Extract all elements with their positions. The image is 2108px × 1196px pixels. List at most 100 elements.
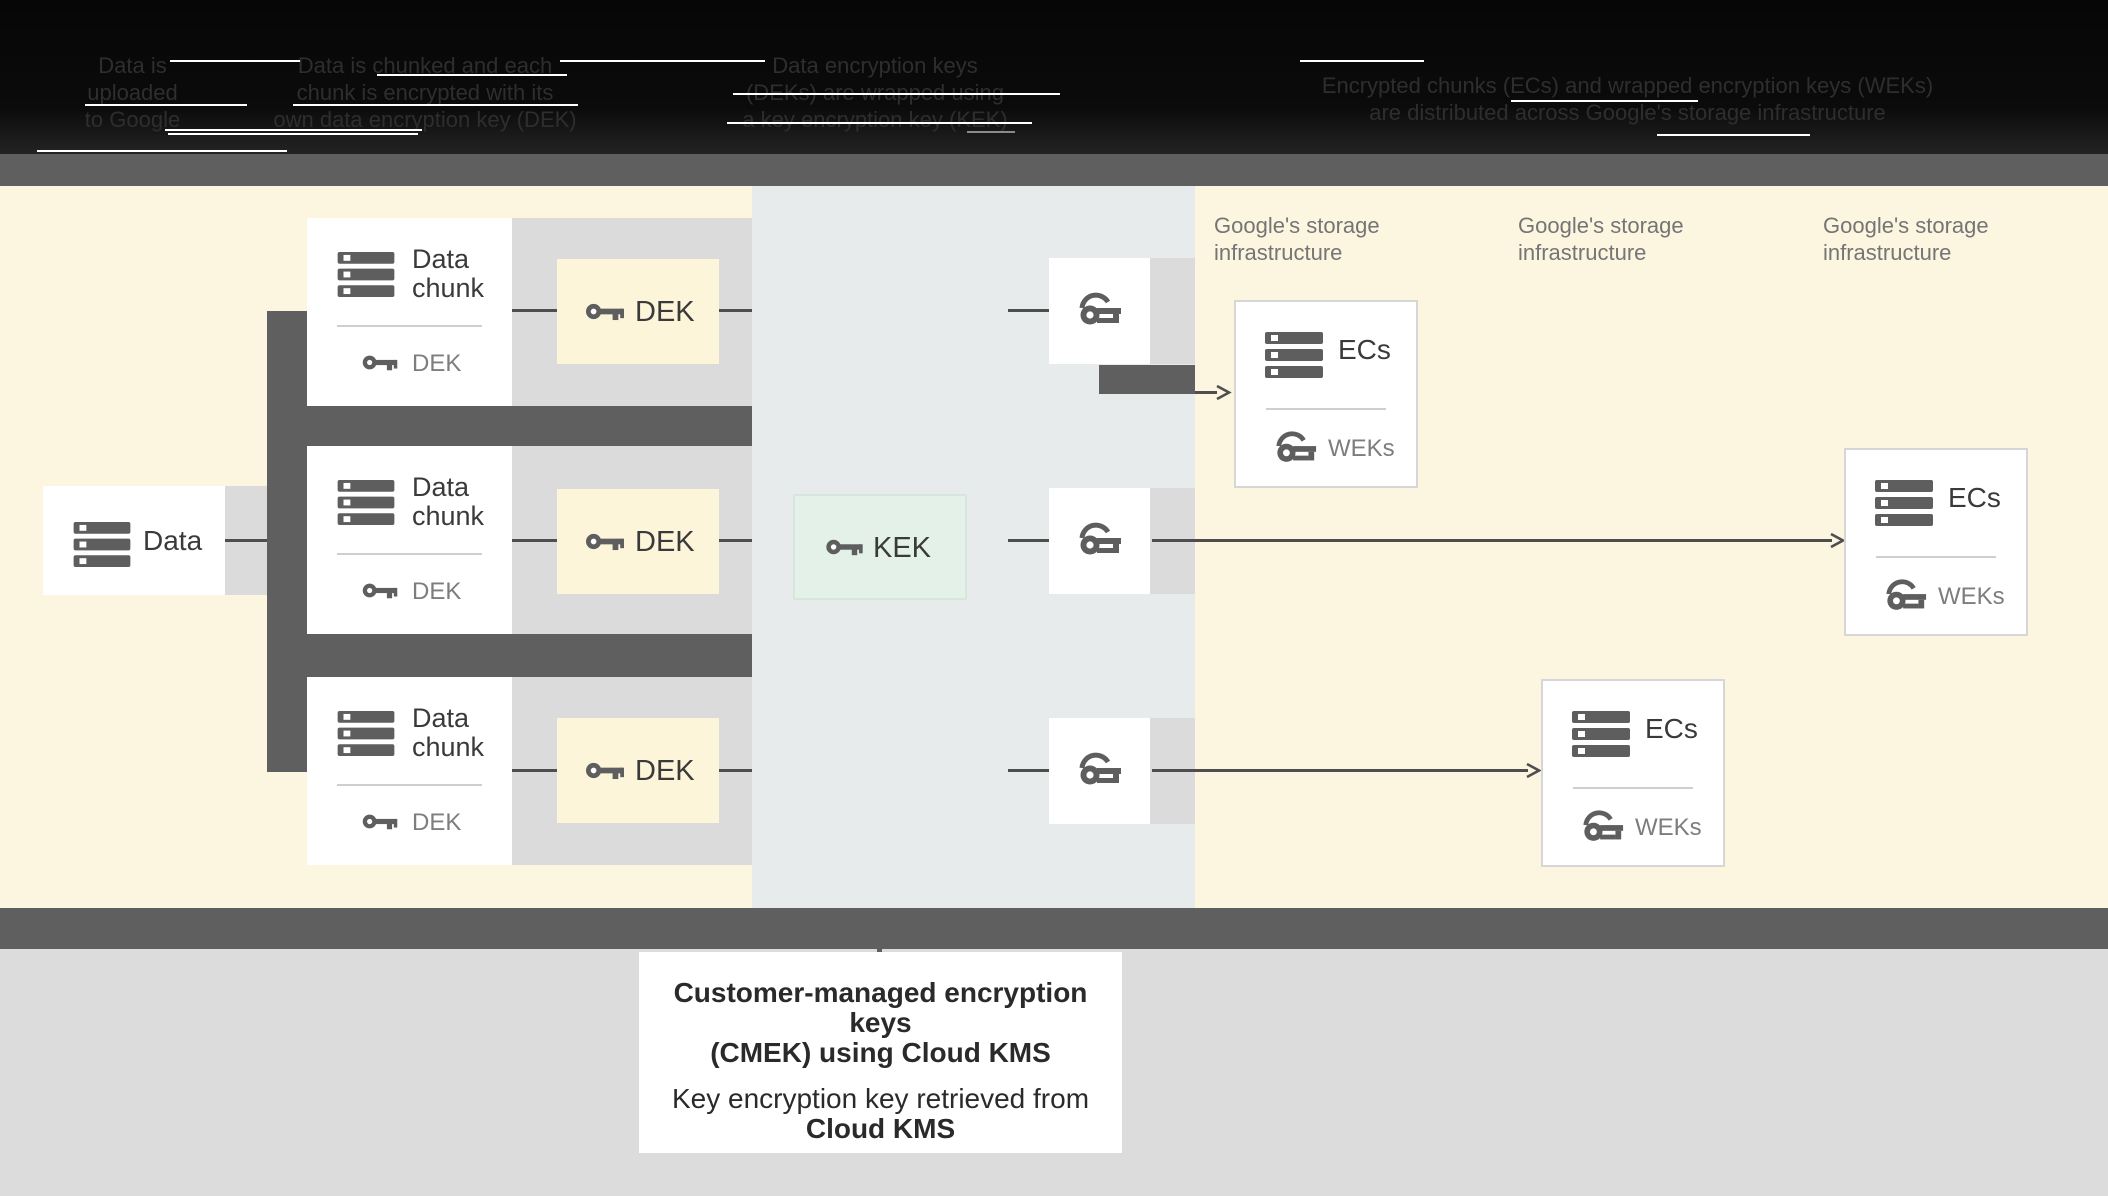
header-caption-upload: Data is uploaded to Google bbox=[84, 53, 181, 132]
streak bbox=[1657, 134, 1810, 136]
key-swoosh-icon bbox=[1077, 751, 1123, 789]
key-swoosh-icon bbox=[1077, 291, 1123, 329]
key-icon bbox=[586, 301, 624, 322]
weks-label: WEKs bbox=[1328, 435, 1395, 462]
ecs-box-3: ECs WEKs bbox=[1541, 679, 1725, 867]
ecs-box-1: ECs WEKs bbox=[1234, 300, 1418, 488]
key-swoosh-icon bbox=[1581, 809, 1625, 845]
key-icon bbox=[586, 760, 624, 781]
data-chunk-box-2: Data chunk DEK bbox=[307, 446, 512, 634]
key-swoosh-icon bbox=[1884, 578, 1928, 614]
key-swoosh-icon bbox=[1077, 521, 1123, 559]
gap-band-2 bbox=[267, 634, 752, 677]
connector-key3 bbox=[1008, 769, 1049, 772]
streak bbox=[967, 131, 1015, 133]
dek-box-label: DEK bbox=[635, 526, 695, 558]
connector-chunk1-dek1 bbox=[512, 309, 557, 312]
ecs-label: ECs bbox=[1645, 713, 1698, 744]
caption-panel: Customer-managed encryption keys (CMEK) … bbox=[639, 952, 1122, 1153]
server-icon bbox=[337, 252, 395, 297]
streak bbox=[1300, 60, 1424, 62]
weks-label: WEKs bbox=[1938, 583, 2005, 610]
header-caption-wrapping: Data encryption keys (DEKs) are wrapped … bbox=[742, 53, 1008, 132]
bottom-divider-band bbox=[0, 908, 2108, 949]
streak bbox=[37, 150, 287, 152]
key-icon bbox=[362, 812, 398, 831]
data-chunk-title: Data chunk bbox=[412, 472, 485, 531]
kek-box: KEK bbox=[793, 494, 967, 600]
data-chunk-box-3: Data chunk DEK bbox=[307, 677, 512, 865]
connector-chunk2-dek2 bbox=[512, 539, 557, 542]
fanout-bracket bbox=[267, 311, 307, 772]
data-chunk-box-1: Data chunk DEK bbox=[307, 218, 512, 406]
streak bbox=[168, 133, 418, 135]
top-divider-band bbox=[0, 154, 2108, 186]
dek-box-1: DEK bbox=[557, 259, 719, 364]
server-icon bbox=[73, 522, 131, 567]
connector-key2 bbox=[1008, 539, 1049, 542]
server-icon bbox=[1265, 332, 1323, 378]
kek-box-label: KEK bbox=[873, 532, 932, 564]
storage-label-2: Google's storage infrastructure bbox=[1518, 213, 1684, 265]
ecs-label: ECs bbox=[1338, 334, 1391, 365]
key-icon bbox=[362, 353, 398, 372]
arrow-line-ecs1 bbox=[1195, 391, 1217, 394]
streak bbox=[733, 93, 1060, 95]
divider bbox=[1876, 556, 1996, 558]
connector-dek2-zone bbox=[719, 539, 752, 542]
connector-dek3-zone bbox=[719, 769, 752, 772]
divider bbox=[1266, 408, 1386, 410]
divider bbox=[337, 325, 482, 327]
header-band bbox=[0, 0, 2108, 154]
server-icon bbox=[1875, 480, 1933, 526]
storage-label-1: Google's storage infrastructure bbox=[1214, 213, 1380, 265]
arrow-line-ecs3 bbox=[1152, 769, 1528, 772]
data-box: Data bbox=[43, 486, 225, 595]
data-chunk-title: Data chunk bbox=[412, 244, 485, 303]
key-swoosh-icon bbox=[1274, 430, 1318, 466]
dek-box-label: DEK bbox=[635, 755, 695, 787]
chunk-dek-label: DEK bbox=[412, 809, 462, 836]
streak bbox=[165, 129, 422, 131]
dek-box-2: DEK bbox=[557, 489, 719, 594]
streak bbox=[377, 74, 567, 76]
key-box-tail-1 bbox=[1150, 258, 1195, 364]
arrowhead-ecs2 bbox=[1830, 532, 1846, 549]
ecs-label: ECs bbox=[1948, 482, 2001, 513]
weks-label: WEKs bbox=[1635, 814, 1702, 841]
storage-label-3: Google's storage infrastructure bbox=[1823, 213, 1989, 265]
divider bbox=[337, 553, 482, 555]
caption-body-bold: Cloud KMS bbox=[805, 1113, 956, 1144]
streak bbox=[727, 122, 1032, 124]
server-icon bbox=[337, 711, 395, 756]
caption-body: Key encryption key retrieved from bbox=[671, 1083, 1090, 1114]
divider bbox=[337, 784, 482, 786]
connector-dek1-zone bbox=[719, 309, 752, 312]
wrap-key-box-1 bbox=[1049, 258, 1150, 364]
connector-data-bracket bbox=[225, 539, 267, 542]
chunk-dek-label: DEK bbox=[412, 578, 462, 605]
data-chunk-title: Data chunk bbox=[412, 703, 485, 762]
arrowhead-ecs3 bbox=[1526, 762, 1542, 779]
streak bbox=[1511, 100, 1698, 102]
wrap-output-bar bbox=[1099, 365, 1195, 394]
key-icon bbox=[362, 581, 398, 600]
caption-heading: Customer-managed encryption keys (CMEK) … bbox=[673, 977, 1088, 1068]
dek-box-label: DEK bbox=[635, 296, 695, 328]
wrap-key-box-3 bbox=[1049, 718, 1150, 824]
arrowhead-ecs1 bbox=[1216, 384, 1232, 401]
caption-connector bbox=[877, 944, 882, 954]
ecs-box-2: ECs WEKs bbox=[1844, 448, 2028, 636]
streak bbox=[85, 104, 247, 106]
header-caption-chunking: Data is chunked and each chunk is encryp… bbox=[273, 53, 577, 132]
key-icon bbox=[826, 537, 863, 557]
wrap-key-box-2 bbox=[1049, 488, 1150, 594]
header-caption-distribution: Encrypted chunks (ECs) and wrapped encry… bbox=[1321, 73, 1934, 125]
gap-band-1 bbox=[267, 406, 752, 446]
server-icon bbox=[1572, 711, 1630, 757]
server-icon bbox=[337, 480, 395, 525]
streak bbox=[170, 60, 300, 62]
dek-box-3: DEK bbox=[557, 718, 719, 823]
connector-key1 bbox=[1008, 309, 1049, 312]
arrow-line-ecs2 bbox=[1152, 539, 1832, 542]
